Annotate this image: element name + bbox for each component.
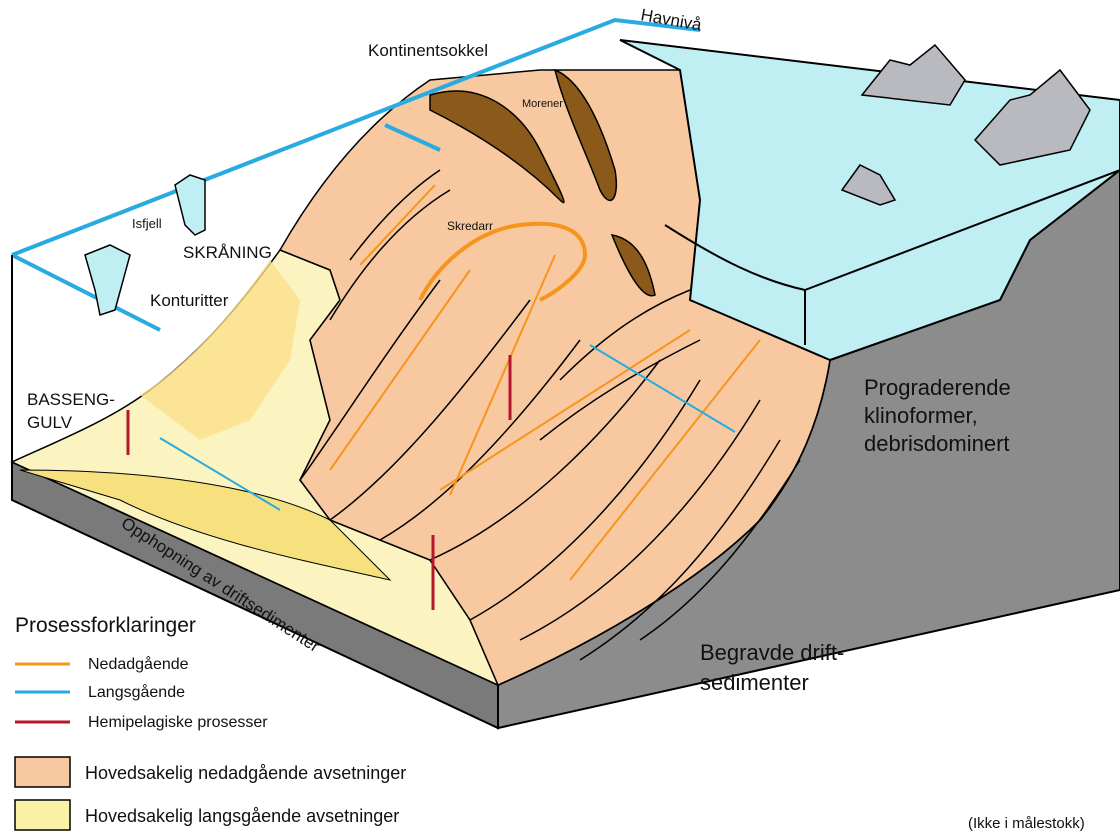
buried-drift-label-2: sedimenter: [700, 670, 809, 695]
mountain-icon: [862, 45, 965, 105]
legend-line-label-downslope: Nedadgående: [88, 655, 189, 673]
legend-box-swatch-alongslope: [15, 800, 70, 830]
slide-scar-label: Skredarr: [447, 219, 493, 233]
legend-box-label-alongslope: Hovedsakelig langsgående avsetninger: [85, 806, 399, 826]
prograding-label-3: debrisdominert: [864, 431, 1010, 456]
legend-line-label-alongslope: Langsgående: [88, 683, 185, 701]
iceberg-icon: [175, 175, 205, 235]
legend-box-swatch-downslope: [15, 757, 70, 787]
scale-note: (Ikke i målestokk): [968, 815, 1085, 832]
slope-label: SKRÅNING: [183, 243, 272, 262]
basin-floor-label-2: GULV: [27, 413, 73, 432]
prograding-label-1: Prograderende: [864, 375, 1011, 400]
legend-line-label-hemipelagic: Hemipelagiske prosesser: [88, 714, 268, 731]
iceberg-label: Isfjell: [132, 216, 162, 231]
contourites-label: Konturitter: [150, 291, 229, 310]
prograding-label-2: klinoformer,: [864, 403, 978, 428]
legend-title: Prosessforklaringer: [15, 614, 196, 637]
iceberg-icon: [85, 245, 130, 315]
moraines-label: Morener: [522, 98, 563, 110]
legend-box-label-downslope: Hovedsakelig nedadgående avsetninger: [85, 763, 406, 783]
sea-level-label: Havnivå: [639, 5, 703, 34]
buried-drift-label-1: Begravde drift-: [700, 640, 844, 665]
shelf-label: Kontinentsokkel: [368, 41, 488, 60]
basin-floor-label-1: BASSENG-: [27, 390, 115, 409]
